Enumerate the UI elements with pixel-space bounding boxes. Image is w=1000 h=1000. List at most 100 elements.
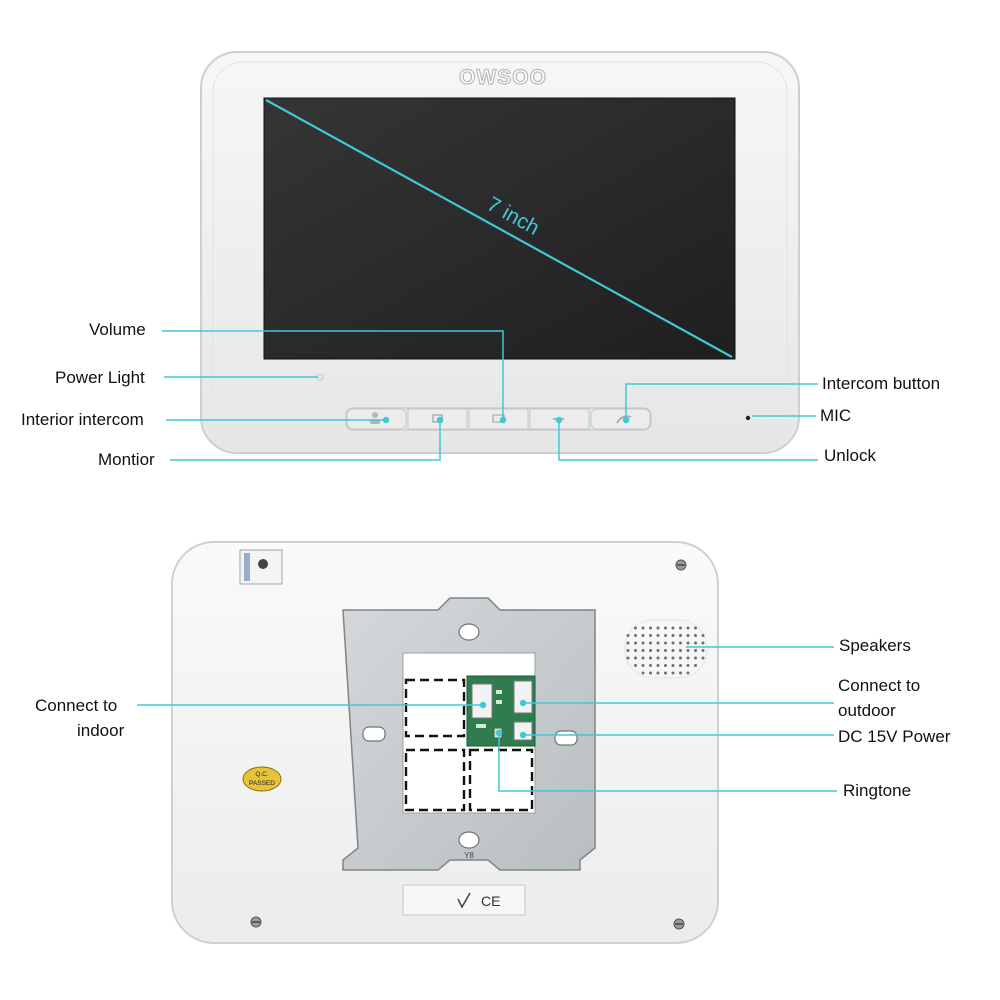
speaker-hole — [679, 634, 682, 637]
connect-indoor-label-line1: Connect to — [35, 696, 118, 715]
speaker-hole — [686, 634, 690, 637]
speaker-hole — [634, 664, 637, 667]
speaker-hole — [649, 641, 652, 645]
speaker-hole — [649, 634, 652, 637]
speaker-hole — [686, 649, 690, 652]
speaker-hole — [686, 626, 690, 630]
monitor-callout-line — [170, 420, 441, 461]
speaker-hole — [701, 641, 705, 645]
speaker-hole — [664, 656, 667, 660]
connect-outdoor-label-line2: outdoor — [838, 701, 896, 720]
connect-indoor-label-line2: indoor — [77, 721, 125, 740]
speaker-hole — [649, 664, 652, 667]
top-mounting-slot — [458, 623, 480, 641]
interior-intercom-label: Interior intercom — [21, 410, 144, 429]
screw-icon — [673, 918, 685, 930]
speaker-hole — [671, 656, 675, 660]
certification-label — [402, 884, 526, 916]
speaker-hole — [649, 649, 652, 652]
speaker-hole — [701, 634, 705, 637]
mic-label: MIC — [820, 406, 852, 425]
speaker-hole — [664, 671, 667, 675]
speaker-hole — [671, 634, 675, 637]
speaker-hole — [694, 626, 697, 630]
speaker-hole — [671, 626, 675, 630]
speaker-hole — [626, 641, 630, 645]
qc-sticker-line1: Q.C. — [255, 771, 269, 778]
microphone-hole — [745, 415, 751, 421]
speaker-hole — [626, 634, 630, 637]
speaker-hole — [686, 641, 690, 645]
speaker-hole — [701, 656, 705, 660]
speaker-hole — [656, 626, 660, 630]
rating-label-mark — [258, 559, 268, 569]
brand-logo: OWSOO — [459, 66, 547, 89]
outdoor-connector[interactable] — [513, 680, 533, 714]
speaker-hole — [694, 634, 697, 637]
ringtone-label: Ringtone — [843, 781, 912, 800]
speaker-hole — [664, 626, 667, 630]
plate-code: Y8 — [464, 851, 474, 860]
check-mark-icon — [457, 892, 471, 909]
speaker-hole — [656, 664, 660, 667]
speaker-hole — [656, 634, 660, 637]
phone-handset-icon — [616, 415, 632, 424]
screw-icon — [675, 559, 687, 571]
speaker-hole — [641, 626, 645, 630]
volume-label: Volume — [89, 320, 146, 339]
ce-mark: CE — [481, 893, 500, 909]
intercom-button-callout-line — [625, 383, 818, 420]
speaker-hole — [641, 641, 645, 645]
volume-button[interactable] — [468, 408, 529, 430]
speaker-hole — [634, 649, 637, 652]
speaker-hole — [656, 671, 660, 675]
indoor-connector[interactable] — [471, 683, 493, 719]
front-callout-lines — [162, 330, 818, 461]
speaker-hole — [664, 649, 667, 652]
connect-outdoor-label-line1: Connect to — [838, 676, 921, 695]
dc-power-label: DC 15V Power — [838, 727, 951, 746]
speaker-hole — [694, 656, 697, 660]
speaker-hole — [649, 671, 652, 675]
speaker-hole — [641, 656, 645, 660]
speaker-hole — [679, 671, 682, 675]
right-mounting-slot — [554, 730, 578, 746]
qc-passed-sticker — [242, 766, 282, 792]
ringtone-callout-line — [498, 733, 837, 792]
speaker-grille — [626, 626, 705, 675]
speaker-hole — [686, 664, 690, 667]
speaker-hole — [664, 641, 667, 645]
speaker-hole — [686, 671, 690, 675]
monitor-label: Montior — [98, 450, 155, 469]
left-mounting-slot — [362, 726, 386, 742]
speaker-hole — [664, 634, 667, 637]
speaker-hole — [641, 649, 645, 652]
speaker-hole — [656, 649, 660, 652]
speaker-hole — [679, 641, 682, 645]
speaker-hole — [634, 626, 637, 630]
speaker-hole — [671, 641, 675, 645]
speaker-hole — [626, 649, 630, 652]
unlock-label: Unlock — [824, 446, 876, 465]
speakers-label: Speakers — [839, 636, 911, 655]
speaker-hole — [656, 641, 660, 645]
screw-icon — [250, 916, 262, 928]
speaker-hole — [671, 671, 675, 675]
speaker-hole — [641, 634, 645, 637]
speaker-hole — [694, 664, 697, 667]
speaker-hole — [679, 649, 682, 652]
speaker-hole — [634, 641, 637, 645]
speaker-hole — [649, 626, 652, 630]
speaker-hole — [634, 656, 637, 660]
speaker-hole — [671, 649, 675, 652]
pcb-components — [476, 690, 502, 728]
speaker-hole — [679, 656, 682, 660]
speaker-hole — [694, 649, 697, 652]
speaker-hole — [671, 664, 675, 667]
speaker-hole — [701, 649, 705, 652]
speaker-hole — [686, 656, 690, 660]
front-bezel-inner — [212, 61, 788, 444]
front-monitor: OWSOO 7 inch — [200, 51, 800, 454]
speaker-hole — [664, 664, 667, 667]
